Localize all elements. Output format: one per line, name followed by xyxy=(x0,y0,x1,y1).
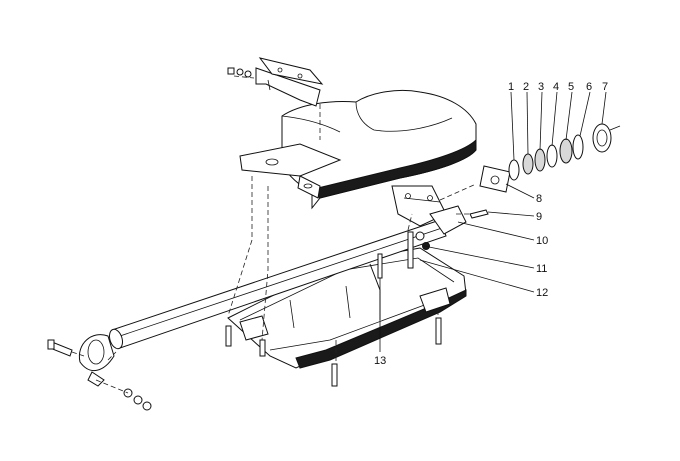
leader-lines xyxy=(379,91,607,352)
callout-11: 11 xyxy=(536,263,547,275)
callout-13: 13 xyxy=(374,355,386,367)
lower-shroud-cover xyxy=(227,247,467,369)
nut-and-washers xyxy=(123,388,152,411)
lock-housing xyxy=(415,205,467,250)
lower-clamp xyxy=(78,334,115,387)
bearing-stack xyxy=(508,123,621,181)
callout-5: 5 xyxy=(568,81,574,93)
top-mounting-bracket xyxy=(255,57,324,107)
callout-3: 3 xyxy=(538,81,544,93)
clamp-bolt xyxy=(47,339,73,357)
callout-10: 10 xyxy=(536,235,548,247)
callout-1: 1 xyxy=(508,81,514,93)
bracket-plate xyxy=(479,165,511,193)
callout-9: 9 xyxy=(536,211,542,223)
vertical-bolts xyxy=(225,231,442,387)
steering-column-tube xyxy=(109,219,447,350)
callout-12: 12 xyxy=(536,287,548,299)
callout-6: 6 xyxy=(586,81,592,93)
bolt xyxy=(469,209,489,219)
callout-7: 7 xyxy=(602,81,608,93)
callout-2: 2 xyxy=(523,81,529,93)
assembly-guide-lines xyxy=(71,75,477,394)
callout-4: 4 xyxy=(553,81,559,93)
callout-8: 8 xyxy=(536,193,542,205)
upper-shroud-cover xyxy=(239,89,477,210)
callout-labels: 1 2 3 4 5 6 7 8 9 10 11 12 13 xyxy=(374,81,608,367)
bracket-screw-and-washers xyxy=(227,67,252,78)
